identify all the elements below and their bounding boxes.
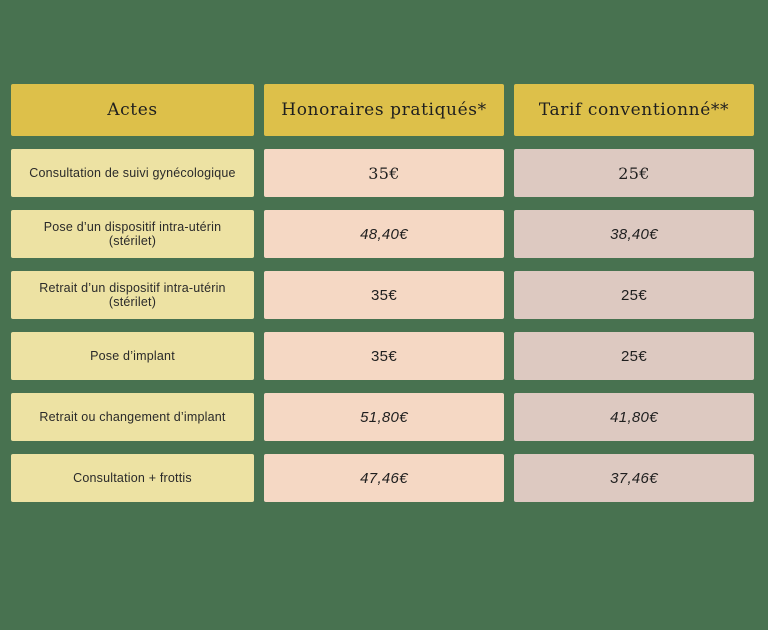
pricing-table: Actes Honoraires pratiqués* Tarif conven… [11,84,754,502]
honoraires-cell: 35€ [264,271,504,319]
acte-cell: Consultation + frottis [11,454,254,502]
honoraires-cell: 35€ [264,149,504,197]
column-header-tarif: Tarif conventionné** [514,84,754,136]
honoraires-cell: 51,80€ [264,393,504,441]
column-header-honoraires: Honoraires pratiqués* [264,84,504,136]
acte-cell: Pose d’un dispositif intra-utérin (stéri… [11,210,254,258]
acte-cell: Retrait d’un dispositif intra-utérin (st… [11,271,254,319]
tarif-cell: 25€ [514,332,754,380]
column-header-actes: Actes [11,84,254,136]
acte-cell: Pose d’implant [11,332,254,380]
acte-cell: Retrait ou changement d’implant [11,393,254,441]
tarif-cell: 25€ [514,271,754,319]
tarif-cell: 38,40€ [514,210,754,258]
honoraires-cell: 35€ [264,332,504,380]
honoraires-cell: 48,40€ [264,210,504,258]
acte-cell: Consultation de suivi gynécologique [11,149,254,197]
honoraires-cell: 47,46€ [264,454,504,502]
tarif-cell: 41,80€ [514,393,754,441]
tarif-cell: 25€ [514,149,754,197]
tarif-cell: 37,46€ [514,454,754,502]
